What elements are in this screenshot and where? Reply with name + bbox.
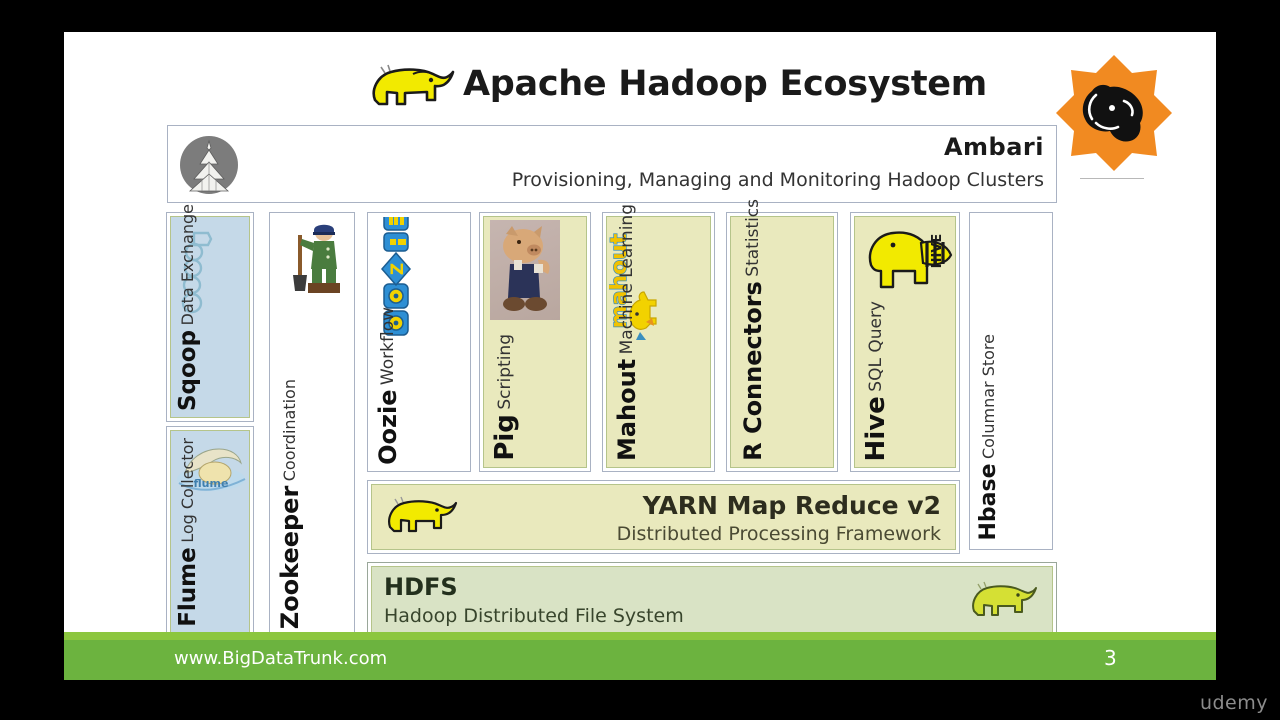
- hadoop-elephant-icon: [372, 64, 455, 106]
- r-connectors-label: R Connectors Statistics: [739, 199, 767, 461]
- pig-name: Pig: [490, 414, 520, 461]
- page-title: Apache Hadoop Ecosystem: [463, 64, 987, 104]
- svg-text:flume: flume: [194, 477, 229, 490]
- zookeeper-panel[interactable]: Zookeeper Coordination: [269, 212, 355, 638]
- pig-label: Pig Scripting: [490, 334, 520, 461]
- hbase-name: Hbase: [976, 463, 1001, 541]
- brand-underline: [1080, 178, 1144, 179]
- flume-panel[interactable]: flume Flume Log Collector: [166, 426, 254, 638]
- ambari-temple-icon: [180, 136, 238, 194]
- hdfs-title: HDFS: [384, 573, 458, 601]
- hdfs-subtitle: Hadoop Distributed File System: [384, 605, 684, 627]
- flume-panel-inner: flume Flume Log Collector: [170, 430, 250, 634]
- zookeeper-keeper-icon: [293, 224, 340, 293]
- r-connectors-panel[interactable]: R Connectors Statistics: [726, 199, 838, 472]
- hive-label: Hive SQL Query: [861, 300, 891, 461]
- ambari-panel[interactable]: Ambari Provisioning, Managing and Monito…: [167, 125, 1057, 203]
- flume-name: Flume: [175, 547, 201, 627]
- hive-panel-inner: HIVE Hive SQL Query: [854, 216, 956, 468]
- sqoop-desc: Data Exchange: [178, 203, 197, 326]
- udemy-watermark: udemy: [1199, 692, 1268, 714]
- svg-text:HIVE: HIVE: [930, 234, 945, 269]
- hive-name: Hive: [861, 395, 891, 461]
- oozie-name: Oozie: [374, 389, 402, 465]
- hive-desc: SQL Query: [866, 300, 886, 392]
- mahout-logo: mahout: [609, 232, 657, 340]
- oozie-panel[interactable]: Z Oozie Workflow: [367, 212, 471, 472]
- sqoop-panel[interactable]: Sqoop Data Exchange: [166, 204, 254, 422]
- hive-panel[interactable]: HIVE Hive SQL Query: [850, 212, 960, 472]
- svg-text:Z: Z: [388, 263, 408, 275]
- zookeeper-name: Zookeeper: [276, 485, 304, 629]
- pig-panel-inner: Pig Scripting: [483, 216, 587, 468]
- pig-desc: Scripting: [495, 334, 515, 410]
- r-connectors-panel-inner: R Connectors Statistics: [730, 199, 834, 468]
- ambari-subtitle: Provisioning, Managing and Monitoring Ha…: [511, 169, 1044, 191]
- hbase-desc: Columnar Store: [979, 334, 998, 460]
- hdfs-panel[interactable]: HDFS Hadoop Distributed File System: [367, 562, 1057, 638]
- hadoop-elephant-icon: [972, 581, 1037, 616]
- slide-page-number: 3: [1104, 646, 1117, 670]
- sqoop-logo: [181, 231, 213, 314]
- pig-mascot-image: [490, 220, 560, 320]
- hbase-panel[interactable]: A P A C H E HBASE Hbase Columnar Store: [969, 212, 1053, 550]
- pig-panel[interactable]: Pig Scripting: [479, 212, 591, 472]
- mahout-panel[interactable]: mahout Mahout Machine Learning: [602, 204, 715, 472]
- r-connectors-name: R Connectors: [739, 281, 767, 461]
- flume-label: Flume Log Collector: [175, 438, 201, 627]
- hbase-label: Hbase Columnar Store: [976, 334, 1001, 541]
- oozie-desc: Workflow: [378, 307, 398, 386]
- yarn-title: YARN Map Reduce v2: [642, 491, 941, 520]
- hdfs-panel-inner: HDFS Hadoop Distributed File System: [371, 566, 1053, 634]
- oozie-label: Oozie Workflow: [374, 307, 402, 465]
- hive-bee-elephant-logo: HIVE: [868, 231, 953, 289]
- yarn-panel[interactable]: YARN Map Reduce v2 Distributed Processin…: [367, 480, 960, 554]
- footer-accent-strip: [64, 632, 1216, 640]
- svg-text:mahout: mahout: [609, 233, 632, 328]
- sqoop-panel-inner: Sqoop Data Exchange: [170, 204, 250, 418]
- r-connectors-desc: Statistics: [743, 199, 763, 277]
- hortonworks-elephant-logo: [1056, 55, 1172, 171]
- flume-desc: Log Collector: [178, 438, 197, 543]
- slide-canvas: Apache Hadoop Ecosystem: [64, 32, 1216, 638]
- mahout-desc: Machine Learning: [617, 203, 637, 355]
- ambari-title: Ambari: [943, 133, 1044, 161]
- mahout-label: Mahout Machine Learning: [613, 203, 641, 461]
- zookeeper-desc: Coordination: [280, 378, 299, 481]
- sqoop-label: Sqoop Data Exchange: [175, 203, 201, 411]
- oozie-logo: Z: [381, 217, 411, 336]
- slide-title-row: Apache Hadoop Ecosystem: [167, 58, 1057, 122]
- yarn-subtitle: Distributed Processing Framework: [616, 523, 941, 545]
- footer-bar: www.BigDataTrunk.com 3: [64, 632, 1216, 680]
- mahout-name: Mahout: [613, 358, 641, 461]
- mahout-panel-inner: mahout Mahout Machine Learning: [606, 204, 711, 468]
- hadoop-elephant-icon: [388, 496, 458, 533]
- zookeeper-label: Zookeeper Coordination: [276, 378, 304, 629]
- sqoop-name: Sqoop: [175, 329, 201, 411]
- flume-logo: flume: [177, 448, 246, 491]
- yarn-panel-inner: YARN Map Reduce v2 Distributed Processin…: [371, 484, 956, 550]
- footer-website-url[interactable]: www.BigDataTrunk.com: [174, 648, 388, 669]
